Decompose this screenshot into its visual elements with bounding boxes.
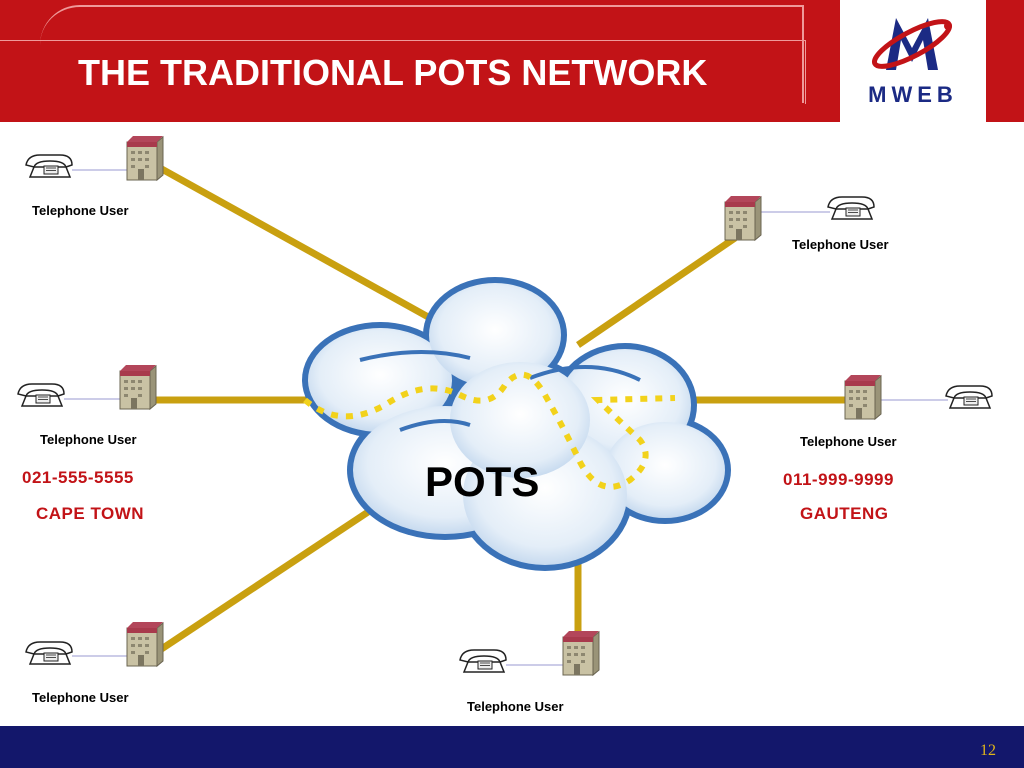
node-top-left <box>25 135 164 181</box>
dotted-call-path <box>303 371 676 490</box>
telephone-icon <box>25 154 73 178</box>
node-bottom-center <box>459 630 600 676</box>
logo: MWEB <box>840 0 986 122</box>
building-icon <box>844 374 882 420</box>
logo-text: MWEB <box>868 82 958 107</box>
cloud-label: POTS <box>425 458 540 505</box>
node-label-mid-left: Telephone User <box>40 432 137 447</box>
city-gauteng: GAUTENG <box>800 504 889 523</box>
network-diagram <box>17 135 993 676</box>
link-top-right <box>576 235 737 348</box>
phone-number-cape-town: 021-555-5555 <box>22 468 134 487</box>
link-bottom-left <box>158 509 370 653</box>
node-label-mid-right: Telephone User <box>800 434 897 449</box>
node-bottom-left <box>25 621 164 667</box>
building-icon <box>126 135 164 181</box>
phone-number-gauteng: 011-999-9999 <box>783 470 894 489</box>
title-frame-line <box>0 40 806 104</box>
node-label-top-right: Telephone User <box>792 237 889 252</box>
telephone-icon <box>17 383 65 407</box>
link-top-left <box>158 164 432 322</box>
header-bar: THE TRADITIONAL POTS NETWORK MWEB <box>0 0 1024 122</box>
building-icon <box>119 364 157 410</box>
building-icon <box>562 630 600 676</box>
node-mid-left <box>17 364 157 410</box>
pots-cloud <box>302 277 731 571</box>
page-number: 12 <box>980 742 996 759</box>
page-title: THE TRADITIONAL POTS NETWORK <box>78 52 708 93</box>
title-frame-decoration <box>40 5 804 103</box>
node-label-top-left: Telephone User <box>32 203 129 218</box>
building-icon <box>724 195 762 241</box>
telephone-icon <box>945 385 993 409</box>
network-links <box>156 164 845 653</box>
node-label-bottom-center: Telephone User <box>467 699 564 714</box>
footer-bar: 12 <box>0 726 1024 768</box>
city-cape-town: CAPE TOWN <box>36 504 145 523</box>
node-top-right <box>724 195 875 241</box>
telephone-icon <box>827 196 875 220</box>
building-icon <box>126 621 164 667</box>
telephone-icon <box>459 649 507 673</box>
node-label-bottom-left: Telephone User <box>32 690 129 705</box>
telephone-icon <box>25 641 73 665</box>
mweb-logo-icon <box>871 18 953 70</box>
node-mid-right <box>844 374 993 420</box>
